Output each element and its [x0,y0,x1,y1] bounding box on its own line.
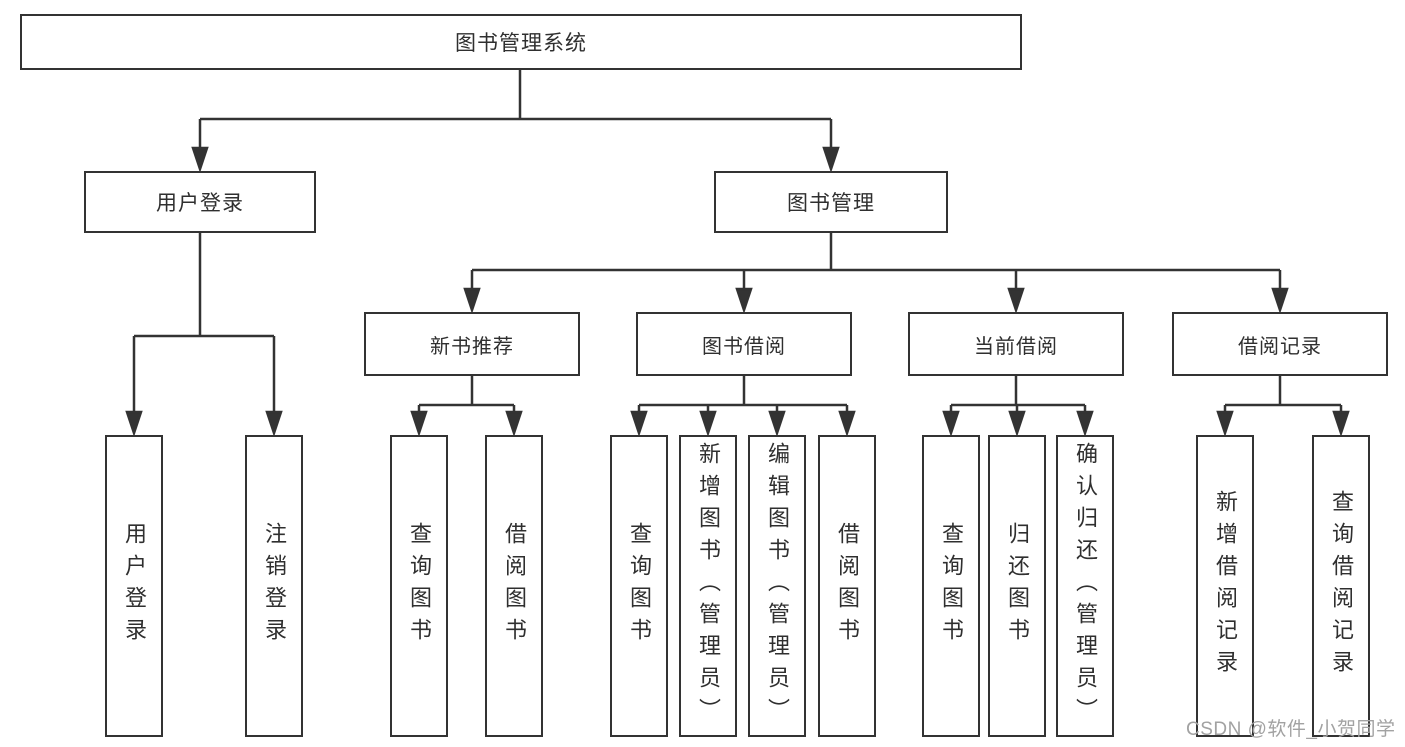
leaf-user-login: 用户登录 [105,435,163,737]
node-label: 用户登录 [156,192,244,215]
node-label: 新书推荐 [430,335,514,358]
leaf-query-books-borrow: 查询图书 [610,435,668,737]
node-label: 当前借阅 [974,335,1058,358]
leaf-logout: 注销登录 [245,435,303,737]
leaf-label: 新增借阅记录 [1213,490,1238,682]
leaf-label: 用户登录 [122,522,147,650]
leaf-label: 查询图书 [407,522,432,650]
leaf-edit-book-admin: 编辑图书（管理员） [748,435,806,737]
leaf-label: 借阅图书 [502,522,527,650]
leaf-label: 确认归还（管理员） [1073,442,1098,730]
node-user-login: 用户登录 [84,171,316,233]
connector-current-borrow-to-leaves [942,376,1094,437]
node-borrow-records: 借阅记录 [1172,312,1388,376]
leaf-label: 借阅图书 [835,522,860,650]
leaf-label: 编辑图书（管理员） [765,442,790,730]
node-current-borrow: 当前借阅 [908,312,1124,376]
leaf-label: 查询图书 [939,522,964,650]
leaf-return-books: 归还图书 [988,435,1046,737]
leaf-add-book-admin: 新增图书（管理员） [679,435,737,737]
csdn-watermark: CSDN @软件_小贺同学 [1186,719,1396,740]
node-label: 图书借阅 [702,335,786,358]
node-book-borrow: 图书借阅 [636,312,852,376]
leaf-add-borrow-record: 新增借阅记录 [1196,435,1254,737]
connector-user-login-to-leaves [125,233,283,437]
node-label: 图书管理 [787,192,875,215]
connector-book-management-to-level3 [463,233,1289,314]
connector-borrow-records-to-leaves [1216,376,1350,437]
leaf-query-books-current: 查询图书 [922,435,980,737]
leaf-borrow-books-recommend: 借阅图书 [485,435,543,737]
leaf-confirm-return-admin: 确认归还（管理员） [1056,435,1114,737]
leaf-label: 注销登录 [262,522,287,650]
leaf-label: 新增图书（管理员） [696,442,721,730]
node-new-book-recommend: 新书推荐 [364,312,580,376]
node-label: 图书管理系统 [455,32,587,55]
node-library-management-system: 图书管理系统 [20,14,1022,70]
connector-root-to-level2 [191,70,840,173]
node-label: 借阅记录 [1238,335,1322,358]
leaf-borrow-books: 借阅图书 [818,435,876,737]
leaf-query-borrow-record: 查询借阅记录 [1312,435,1370,737]
connector-new-book-recommend-to-leaves [410,376,523,437]
leaf-label: 查询图书 [627,522,652,650]
leaf-query-books-recommend: 查询图书 [390,435,448,737]
node-book-management: 图书管理 [714,171,948,233]
leaf-label: 归还图书 [1005,522,1030,650]
leaf-label: 查询借阅记录 [1329,490,1354,682]
connector-book-borrow-to-leaves [630,376,856,437]
